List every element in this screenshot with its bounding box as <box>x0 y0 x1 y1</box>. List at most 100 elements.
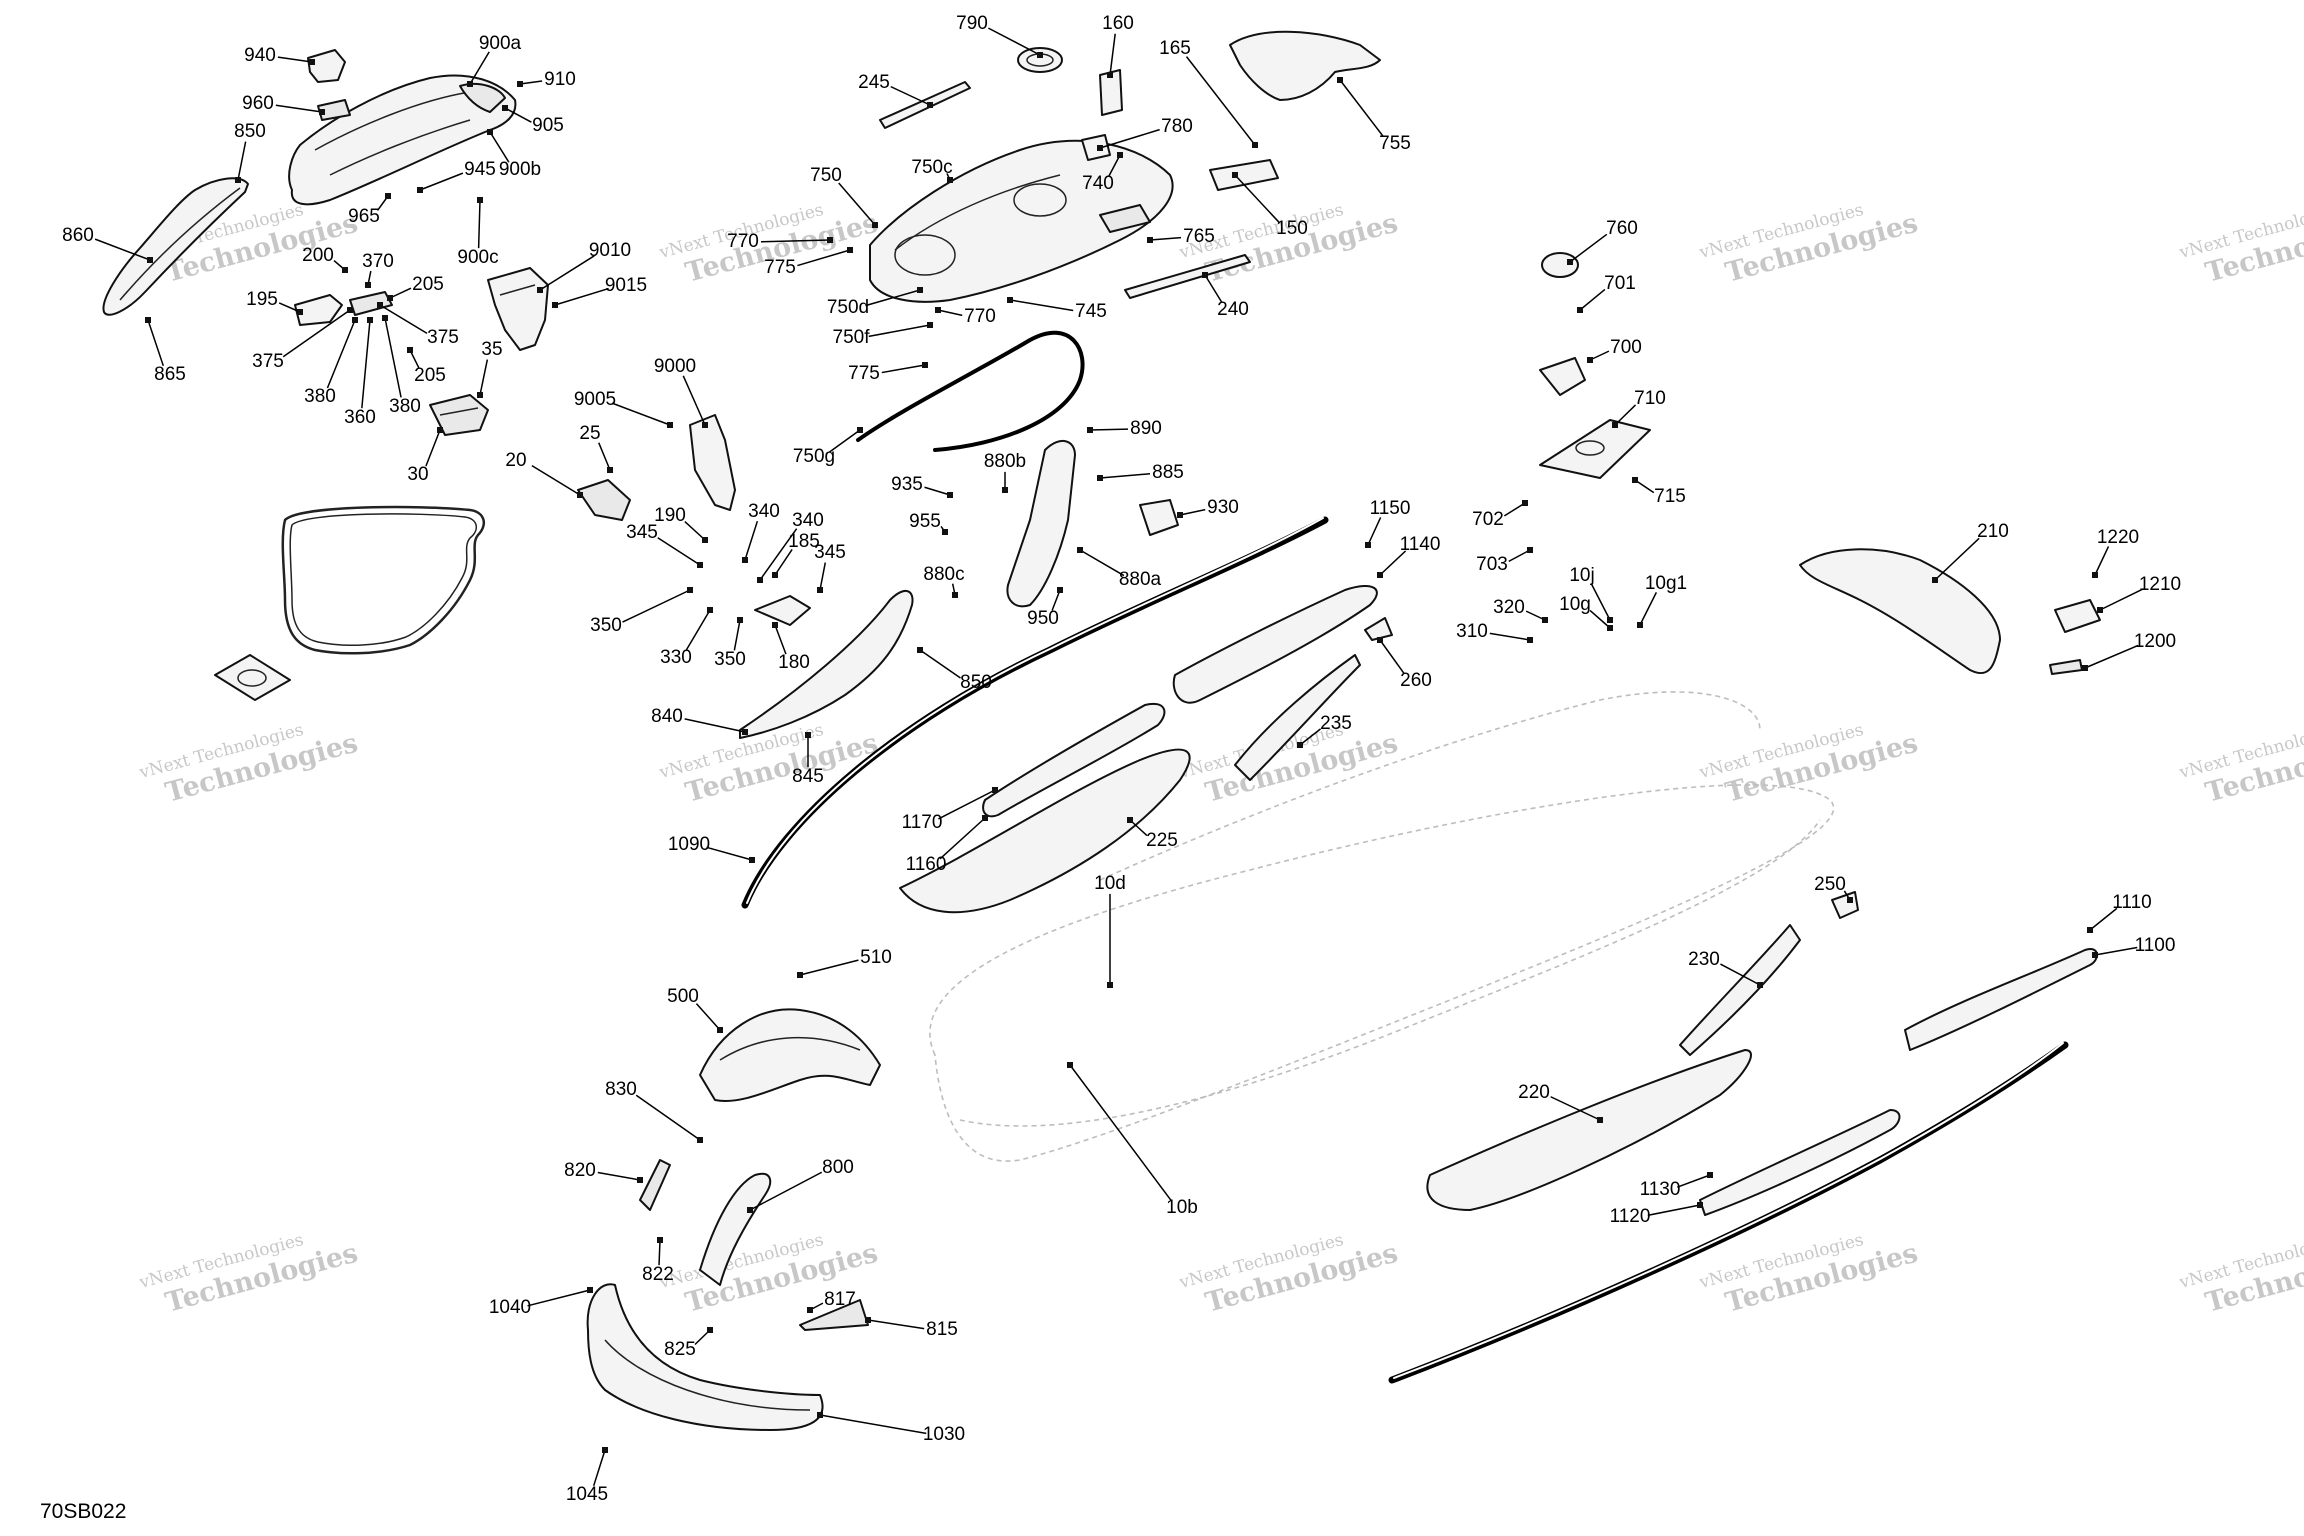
fastener-225 <box>1127 817 1133 823</box>
callout-370: 370 <box>362 251 394 272</box>
plate-710 <box>1539 419 1651 479</box>
leader-240 <box>1204 274 1223 303</box>
leader-775 <box>881 364 926 374</box>
callout-180: 180 <box>778 652 810 673</box>
fastener-930 <box>1177 512 1183 518</box>
callout-715: 715 <box>1654 486 1686 507</box>
leader-750d <box>865 289 921 307</box>
callout-375: 375 <box>252 351 284 372</box>
fastener-1120 <box>1697 1202 1703 1208</box>
panel-815 <box>799 1299 869 1331</box>
callout-890: 890 <box>1130 418 1162 439</box>
fastener-1160 <box>982 815 988 821</box>
fastener-703 <box>1527 547 1533 553</box>
callout-900c: 900c <box>457 247 498 268</box>
leader-900c <box>477 199 481 249</box>
grill-800 <box>699 1172 772 1286</box>
leader-702 <box>1503 502 1526 517</box>
callout-880a: 880a <box>1119 569 1162 590</box>
callout-815: 815 <box>926 1319 958 1340</box>
fastener-10j <box>1607 617 1613 623</box>
leader-930 <box>1179 508 1206 516</box>
switch-1210 <box>2054 599 2101 633</box>
bracket-9000 <box>689 414 736 511</box>
callout-710: 710 <box>1634 388 1666 409</box>
fastener-210 <box>1932 577 1938 583</box>
leader-755 <box>1339 79 1384 137</box>
fastener-900a <box>467 81 473 87</box>
callout-775: 775 <box>764 257 796 278</box>
strip-1120-long <box>1388 1041 2069 1384</box>
callout-930: 930 <box>1207 497 1239 518</box>
rail-1140 <box>1172 585 1378 704</box>
fastener-830 <box>697 1137 703 1143</box>
storage-cover-900a <box>288 74 517 206</box>
callout-820: 820 <box>564 1160 596 1181</box>
fastener-340 <box>757 577 763 583</box>
leader-1090 <box>706 846 753 861</box>
callout-905: 905 <box>532 115 564 136</box>
fastener-380 <box>352 317 358 323</box>
fastener-9010 <box>537 287 543 293</box>
leader-800 <box>749 1171 823 1211</box>
callout-860: 860 <box>62 225 94 246</box>
callout-340: 340 <box>792 510 824 531</box>
leader-20 <box>531 465 581 496</box>
fastener-340 <box>742 557 748 563</box>
fastener-180 <box>772 622 778 628</box>
fastener-220 <box>1597 1117 1603 1123</box>
seal-170 <box>281 505 486 655</box>
fastener-790 <box>1037 52 1043 58</box>
fastener-1170 <box>992 787 998 793</box>
cover-930 <box>1139 499 1179 536</box>
leader-790 <box>988 27 1041 56</box>
callout-1045: 1045 <box>566 1484 608 1505</box>
fastener-185 <box>772 572 778 578</box>
callout-240: 240 <box>1217 299 1249 320</box>
callout-885: 885 <box>1152 462 1184 483</box>
cap-790 <box>1017 47 1063 73</box>
fastener-30 <box>437 427 443 433</box>
callout-30: 30 <box>407 464 428 485</box>
callout-195: 195 <box>246 289 278 310</box>
fastener-1110 <box>2087 927 2093 933</box>
callout-770: 770 <box>727 231 759 252</box>
callout-360: 360 <box>344 407 376 428</box>
callout-702: 702 <box>1472 509 1504 530</box>
callout-35: 35 <box>481 339 502 360</box>
hull-outline <box>929 691 1835 1162</box>
leader-180 <box>774 624 787 655</box>
leader-775 <box>797 249 851 267</box>
fastener-205 <box>387 295 393 301</box>
callout-1150: 1150 <box>1370 498 1411 519</box>
leader-340 <box>744 520 759 561</box>
fastener-1130 <box>1707 1172 1713 1178</box>
callout-765: 765 <box>1183 226 1215 247</box>
fastener-1045 <box>602 1447 608 1453</box>
fastener-965 <box>385 193 391 199</box>
callout-380: 380 <box>389 396 421 417</box>
leader-235 <box>1299 728 1321 746</box>
fastener-750g <box>857 427 863 433</box>
leader-950 <box>1051 589 1061 611</box>
fastener-260 <box>1377 637 1383 643</box>
fastener-500 <box>717 1027 723 1033</box>
callout-1200: 1200 <box>2134 631 2176 652</box>
fastener-950 <box>1057 587 1063 593</box>
fastener-750c <box>947 177 953 183</box>
leader-960 <box>275 104 323 113</box>
fastener-780 <box>1097 145 1103 151</box>
leader-10j <box>1590 584 1611 621</box>
leader-715 <box>1634 479 1655 494</box>
strip-1090 <box>741 516 1329 909</box>
callout-340: 340 <box>748 501 780 522</box>
callout-330: 330 <box>660 647 692 668</box>
fastener-9015 <box>552 302 558 308</box>
leader-9015 <box>554 287 609 306</box>
fastener-1210 <box>2097 607 2103 613</box>
callout-750: 750 <box>810 165 842 186</box>
fastener-865 <box>145 317 151 323</box>
